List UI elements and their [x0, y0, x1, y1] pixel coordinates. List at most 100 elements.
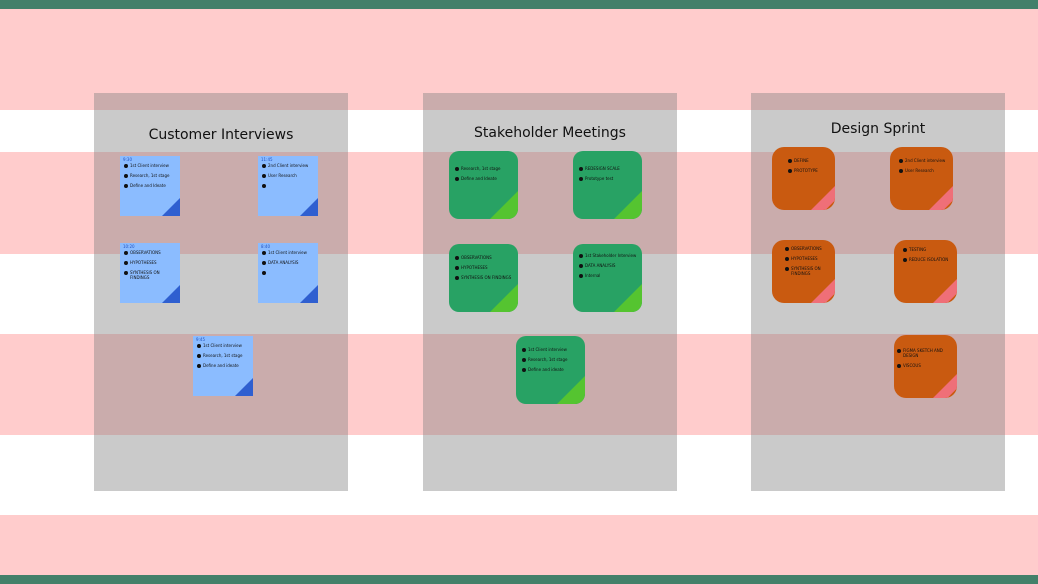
note-item: HYPOTHESES [124, 260, 177, 266]
page-curl-icon [300, 285, 318, 303]
page-curl-icon [933, 374, 957, 398]
note-item: OBSERVATIONS [455, 255, 515, 261]
note-list: 1st Client interview Research, 1st stage… [124, 163, 177, 195]
bullet-icon [197, 344, 201, 348]
note-list: 2nd Client interview User Research [262, 163, 315, 189]
note-item: Research, 1st stage [522, 357, 582, 363]
note-item: HYPOTHESES [455, 265, 515, 271]
note-list: DEFINE PROTOTYPE [788, 158, 832, 179]
swimlane-band [0, 515, 1038, 575]
page-curl-icon [490, 191, 518, 219]
bullet-icon [124, 251, 128, 255]
bullet-icon [455, 256, 459, 260]
note-item: SYNTHESIS ON FINDINGS [455, 276, 515, 281]
note-item: User Research [262, 173, 315, 179]
note-item: Research, 1st stage [455, 166, 515, 172]
note-item: 2nd Client interview [262, 163, 315, 169]
bullet-icon [262, 271, 266, 276]
bullet-icon [124, 174, 128, 179]
bullet-icon [903, 258, 907, 263]
note-item: Define and Ideate [124, 184, 177, 189]
sticky-note[interactable]: 9:30 1st Client interview Research, 1st … [120, 156, 180, 216]
note-item: DATA ANALYSIS [262, 260, 315, 266]
sticky-note[interactable]: 11:45 2nd Client interview User Research [258, 156, 318, 216]
bullet-icon [788, 169, 792, 174]
sticky-note[interactable]: 2nd Client interview User Research [890, 147, 953, 210]
bottom-border-bar [0, 575, 1038, 584]
bullet-icon [124, 164, 128, 168]
note-list: FIGMA SKETCH AND DESIGN VISCOUS [897, 348, 954, 374]
bullet-icon [579, 274, 583, 279]
sticky-note[interactable]: DEFINE PROTOTYPE [772, 147, 835, 210]
note-item: DATA ANALYSIS [579, 263, 639, 269]
bullet-icon [197, 364, 201, 369]
bullet-icon [124, 184, 128, 189]
note-list: 2nd Client interview User Research [899, 158, 950, 179]
page-curl-icon [235, 378, 253, 396]
bullet-icon [522, 348, 526, 352]
sticky-note[interactable]: 1st Client interview Research, 1st stage… [516, 336, 585, 404]
page-curl-icon [162, 198, 180, 216]
column-customer-interviews: Customer Interviews 9:30 1st Client inte… [94, 93, 348, 491]
page-curl-icon [490, 284, 518, 312]
bullet-icon [788, 159, 792, 163]
sticky-note[interactable]: 8:40 1st Client interview DATA ANALYSIS [258, 243, 318, 303]
page-curl-icon [811, 279, 835, 303]
note-item: 1st Client interview [262, 250, 315, 256]
bullet-icon [897, 363, 901, 368]
sticky-note[interactable]: REDESIGN SCALE Prototype test [573, 151, 642, 219]
note-list: 1st Client interview DATA ANALYSIS [262, 250, 315, 276]
bullet-icon [579, 264, 583, 269]
note-list: OBSERVATIONS HYPOTHESES SYNTHESIS ON FIN… [455, 255, 515, 287]
sticky-note[interactable]: 9:45 1st Client interview Research, 1st … [193, 336, 253, 396]
column-title: Stakeholder Meetings [474, 125, 626, 141]
page-curl-icon [614, 191, 642, 219]
page-curl-icon [300, 198, 318, 216]
note-item: REDUCE ISOLATION [903, 257, 954, 263]
note-list: TESTING REDUCE ISOLATION [903, 247, 954, 268]
note-item: DEFINE [788, 158, 832, 164]
note-item: REDESIGN SCALE [579, 166, 639, 172]
note-item: 2nd Client interview [899, 158, 950, 164]
column-title: Design Sprint [830, 121, 926, 137]
bullet-icon [455, 266, 459, 271]
bullet-icon [262, 184, 266, 189]
sticky-note[interactable]: 10:20 OBSERVATIONS HYPOTHESES SYNTHESIS … [120, 243, 180, 303]
sticky-note[interactable]: Research, 1st stage Define and Ideate [449, 151, 518, 219]
note-time: 10:20 [123, 244, 135, 249]
note-item: PROTOTYPE [788, 168, 832, 174]
bullet-icon [262, 174, 266, 179]
top-border-bar [0, 0, 1038, 9]
note-item: OBSERVATIONS [124, 250, 177, 256]
bullet-icon [262, 164, 266, 168]
note-time: 9:45 [196, 337, 205, 342]
note-item: Research, 1st stage [124, 173, 177, 179]
sticky-note[interactable]: FIGMA SKETCH AND DESIGN VISCOUS [894, 335, 957, 398]
sticky-note[interactable]: OBSERVATIONS HYPOTHESES SYNTHESIS ON FIN… [772, 240, 835, 303]
sticky-note[interactable]: TESTING REDUCE ISOLATION [894, 240, 957, 303]
note-time: 11:45 [261, 157, 273, 162]
note-item: 1st Client interview [124, 163, 177, 169]
sticky-note[interactable]: OBSERVATIONS HYPOTHESES SYNTHESIS ON FIN… [449, 244, 518, 312]
note-list: Research, 1st stage Define and Ideate [455, 166, 515, 187]
bullet-icon [785, 247, 789, 251]
bullet-icon [899, 169, 903, 174]
bullet-icon [579, 167, 583, 171]
bullet-icon [262, 251, 266, 255]
bullet-icon [124, 271, 128, 276]
note-item: 1st Stakeholder Interview [579, 253, 639, 259]
note-item: FIGMA SKETCH AND DESIGN [897, 348, 954, 358]
note-item: SYNTHESIS ON FINDINGS [124, 271, 177, 280]
note-item: OBSERVATIONS [785, 246, 832, 252]
bullet-icon [455, 177, 459, 182]
bullet-icon [897, 349, 901, 353]
note-list: 1st Stakeholder Interview DATA ANALYSIS … [579, 253, 639, 285]
note-item: Define and ideate [522, 368, 582, 373]
page-curl-icon [557, 376, 585, 404]
bullet-icon [455, 167, 459, 171]
bullet-icon [579, 177, 583, 182]
bullet-icon [455, 276, 459, 281]
note-time: 8:40 [261, 244, 270, 249]
sticky-note[interactable]: 1st Stakeholder Interview DATA ANALYSIS … [573, 244, 642, 312]
bullet-icon [785, 257, 789, 262]
